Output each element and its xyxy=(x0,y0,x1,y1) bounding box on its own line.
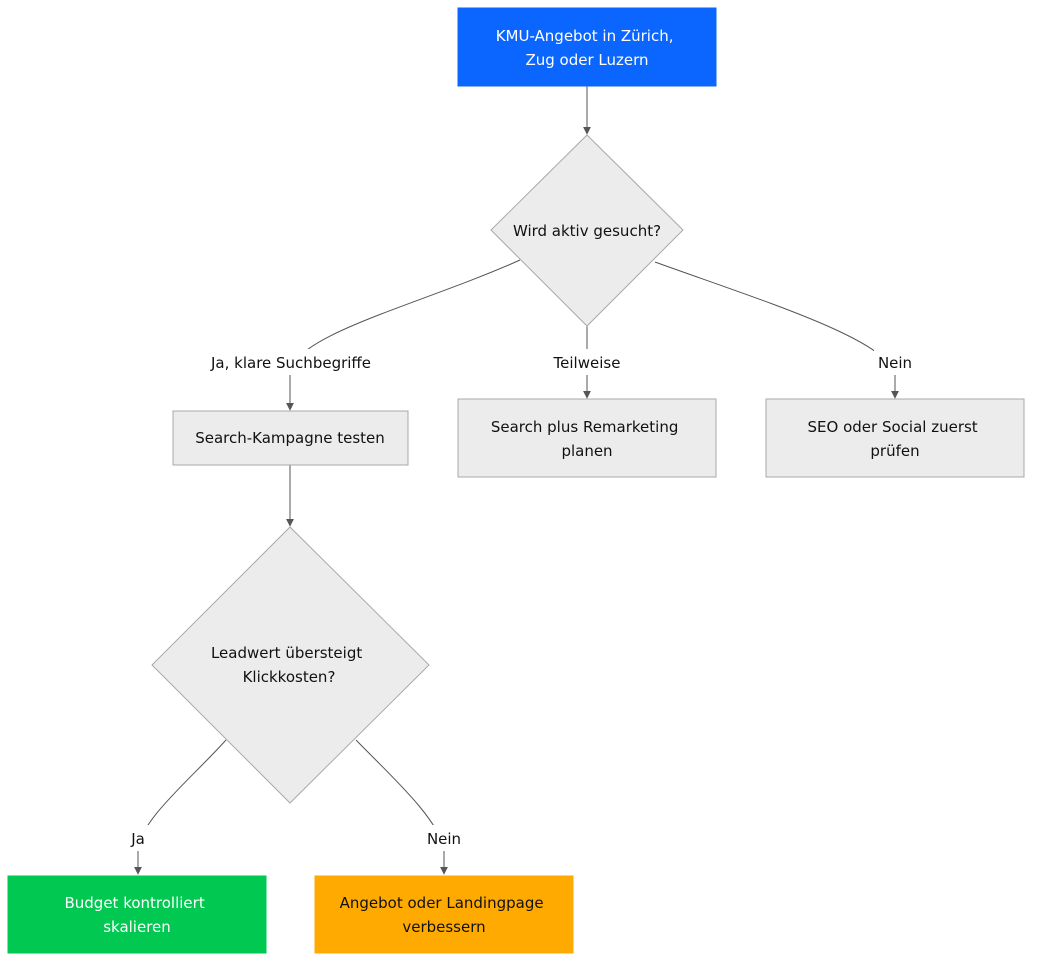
edge-label-partially: Teilweise xyxy=(553,354,621,372)
node-start: KMU-Angebot in Zürich, Zug oder Luzern xyxy=(457,7,717,87)
edge-label-bg xyxy=(208,349,374,375)
node-improve-offer-label: Angebot oder Landingpage verbessern xyxy=(340,894,549,936)
edge-label-yes-lead: Ja xyxy=(130,830,145,848)
edge-lead-question-to-scale xyxy=(134,739,227,875)
edge-label-yes-keywords: Ja, klare Suchbegriffe xyxy=(210,354,371,372)
node-remarketing-label: Search plus Remarketing planen xyxy=(491,418,683,460)
node-search-campaign-label: Search-Kampagne testen xyxy=(195,429,385,447)
node-improve-offer: Angebot oder Landingpage verbessern xyxy=(314,875,574,954)
edge-label-bg xyxy=(423,825,465,851)
node-scale-budget: Budget kontrolliert skalieren xyxy=(7,875,267,954)
node-search-campaign: Search-Kampagne testen xyxy=(172,410,409,466)
edge-question-to-search-campaign xyxy=(286,259,521,411)
edge-labels: Ja, klare Suchbegriffe Teilweise Nein Ja… xyxy=(124,349,916,851)
node-seo-social-label: SEO oder Social zuerst prüfen xyxy=(808,418,983,460)
edge-label-no-search: Nein xyxy=(878,354,912,372)
node-seo-social: SEO oder Social zuerst prüfen xyxy=(765,398,1025,478)
edge-label-bg xyxy=(874,349,916,375)
edge-lead-question-to-improve xyxy=(355,739,448,875)
node-start-label: KMU-Angebot in Zürich, Zug oder Luzern xyxy=(496,27,679,69)
decision-active-search: Wird aktiv gesucht? xyxy=(490,134,684,327)
node-scale-budget-label: Budget kontrolliert skalieren xyxy=(64,894,209,936)
decision-lead-value-label: Leadwert übersteigt Klickkosten? xyxy=(211,644,367,686)
decision-active-search-label: Wird aktiv gesucht? xyxy=(513,222,661,240)
edge-question-to-seo-social xyxy=(654,261,899,399)
edge-label-no-lead: Nein xyxy=(427,830,461,848)
decision-lead-value: Leadwert übersteigt Klickkosten? xyxy=(151,526,430,804)
edge-label-bg xyxy=(551,349,623,375)
node-remarketing: Search plus Remarketing planen xyxy=(457,398,717,478)
edge-label-bg xyxy=(124,825,152,851)
